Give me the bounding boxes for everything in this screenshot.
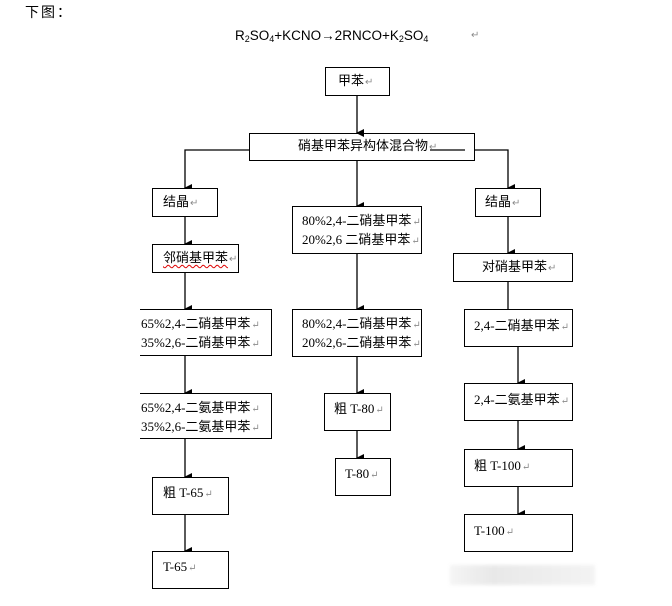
node-crude-t80: 粗 T-80↵ (324, 393, 391, 431)
arrow-mix-to-right-crystallize (475, 149, 515, 192)
node-t100: T-100↵ (464, 514, 573, 552)
eq-part: R (235, 28, 245, 43)
paragraph-mark-icon: ↵ (505, 527, 514, 538)
node-label-line1: 65%2,4-二硝基甲苯 (141, 316, 251, 331)
node-label: T-100 (474, 523, 505, 538)
node-label-line2: 20%2,6 二硝基甲苯 (302, 232, 411, 247)
paragraph-mark-icon: ↵ (251, 404, 260, 415)
paragraph-mark-icon: ↵ (251, 339, 260, 350)
paragraph-mark-icon: ↵ (188, 563, 197, 574)
node-label-line1: 65%2,4-二氨基甲苯 (141, 400, 251, 415)
node-para-nitrotoluene: 对硝基甲苯↵ (453, 253, 573, 282)
node-nitrotoluene-mix: 硝基甲苯异构体混合物↵ (249, 133, 475, 161)
paragraph-mark-icon: ↵ (471, 30, 480, 41)
node-crude-t100: 粗 T-100↵ (464, 449, 573, 487)
intro-heading: 下图： (25, 5, 73, 21)
node-right-dinitro: 2,4-二硝基甲苯↵ (464, 309, 573, 347)
eq-subscript: 4 (423, 34, 429, 44)
node-label: T-65 (163, 559, 188, 574)
blurred-watermark (450, 565, 595, 585)
node-label-line2: 20%2,6-二硝基甲苯 (302, 335, 412, 350)
node-label: 对硝基甲苯 (482, 260, 548, 275)
paragraph-mark-icon: ↵ (560, 322, 569, 333)
paragraph-mark-icon: ↵ (375, 405, 384, 416)
eq-subscript: 4 (269, 34, 275, 44)
eq-subscript: 2 (244, 34, 250, 44)
paragraph-mark-icon: ↵ (370, 470, 379, 481)
node-label: 粗 T-65 (163, 485, 204, 500)
paragraph-mark-icon: ↵ (412, 339, 421, 350)
paragraph-mark-icon: ↵ (560, 396, 569, 407)
eq-part: SO (403, 28, 424, 43)
node-label: 甲苯 (338, 74, 365, 89)
node-right-crystallize: 结晶↵ (475, 188, 541, 217)
node-label: 粗 T-100 (474, 458, 521, 473)
node-label: 硝基甲苯异构体混合物 (298, 139, 429, 154)
node-left-diamino: 65%2,4-二氨基甲苯↵ 35%2,6-二氨基甲苯↵ (140, 393, 272, 439)
node-left-crystallize: 结晶↵ (152, 188, 218, 217)
paragraph-mark-icon: ↵ (521, 462, 531, 473)
node-label: 2,4-二硝基甲苯 (474, 318, 560, 333)
node-center-dinitro-2: 80%2,4-二硝基甲苯↵ 20%2,6-二硝基甲苯↵ (292, 309, 422, 357)
paragraph-mark-icon: ↵ (412, 320, 421, 331)
node-crude-t65: 粗 T-65↵ (152, 477, 229, 515)
node-label: 邻硝基甲苯 (163, 251, 229, 266)
paragraph-mark-icon: ↵ (429, 142, 438, 153)
node-label: 结晶 (485, 195, 512, 210)
paragraph-mark-icon: ↵ (412, 217, 421, 228)
node-label: 结晶 (163, 195, 190, 210)
eq-part: +KCNO→2RNCO+K (274, 28, 399, 43)
node-label: 粗 T-80 (334, 401, 375, 416)
node-label: 2,4-二氨基甲苯 (474, 392, 560, 407)
node-label-line1: 80%2,4-二硝基甲苯 (302, 316, 412, 331)
node-label-line2: 35%2,6-二氨基甲苯 (141, 419, 251, 434)
node-label-line1: 80%2,4-二硝基甲苯 (302, 213, 412, 228)
paragraph-mark-icon: ↵ (365, 77, 374, 88)
paragraph-mark-icon: ↵ (548, 263, 557, 274)
node-center-dinitro-1: 80%2,4-二硝基甲苯↵ 20%2,6 二硝基甲苯↵ (292, 206, 422, 254)
node-label-line2: 35%2,6-二硝基甲苯 (141, 335, 251, 350)
paragraph-mark-icon: ↵ (512, 198, 521, 209)
paragraph-mark-icon: ↵ (190, 198, 199, 209)
node-ortho-nitrotoluene: 邻硝基甲苯↵ (152, 244, 239, 273)
reaction-equation: R2SO4+KCNO→2RNCO+K2SO4 (235, 28, 428, 44)
paragraph-mark-icon: ↵ (204, 489, 213, 500)
node-label: T-80 (345, 466, 370, 481)
node-right-diamino: 2,4-二氨基甲苯↵ (464, 383, 573, 421)
paragraph-mark-icon: ↵ (229, 254, 238, 265)
paragraph-mark-icon: ↵ (251, 320, 260, 331)
node-t80: T-80↵ (335, 458, 391, 496)
node-toluene: 甲苯↵ (325, 67, 390, 96)
node-left-dinitro: 65%2,4-二硝基甲苯↵ 35%2,6-二硝基甲苯↵ (140, 309, 272, 356)
paragraph-mark-icon: ↵ (411, 236, 420, 247)
arrow-mix-to-left-crystallize (184, 149, 249, 192)
node-t65: T-65↵ (152, 551, 229, 589)
paragraph-mark-icon: ↵ (251, 423, 260, 434)
eq-subscript: 2 (398, 34, 404, 44)
eq-part: SO (249, 28, 270, 43)
